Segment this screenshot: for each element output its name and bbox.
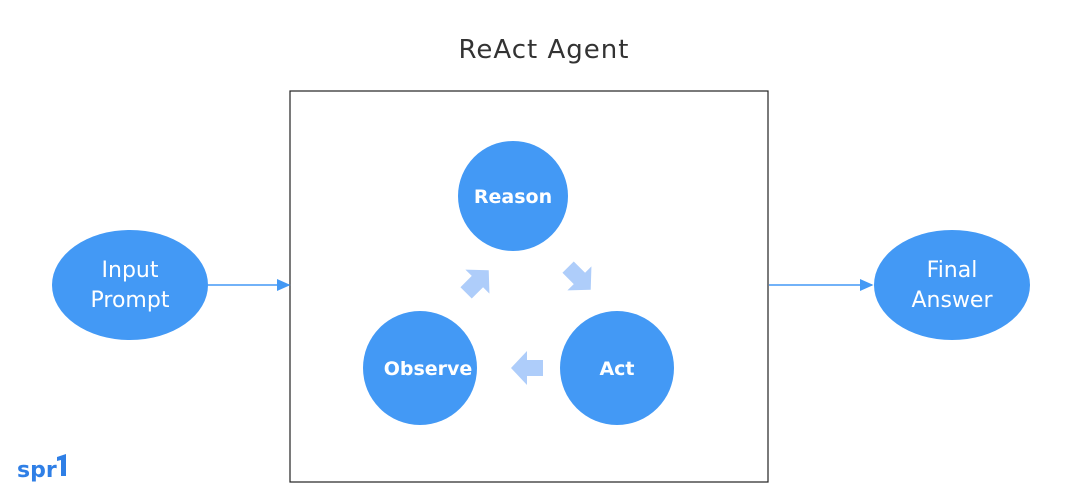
observe-to-reason-arrow bbox=[460, 269, 490, 299]
diagram-title: ReAct Agent bbox=[459, 35, 630, 65]
spr-logo: spr bbox=[17, 454, 66, 483]
spr-logo-text: spr bbox=[17, 458, 57, 483]
final-answer-node: Final Answer bbox=[874, 230, 1030, 340]
reason-node: Reason bbox=[458, 141, 568, 251]
act-shape bbox=[560, 311, 674, 425]
final-answer-label-line1: Final bbox=[927, 258, 978, 283]
observe-label: Observe bbox=[384, 358, 473, 380]
act-label: Act bbox=[599, 358, 634, 380]
act-node: Act bbox=[560, 311, 674, 425]
observe-shape bbox=[363, 311, 477, 425]
spr-logo-mark bbox=[57, 454, 66, 476]
final-answer-shape bbox=[874, 230, 1030, 340]
reason-label: Reason bbox=[474, 186, 552, 208]
input-prompt-label-line2: Prompt bbox=[91, 288, 170, 313]
final-answer-label-line2: Answer bbox=[911, 288, 993, 313]
input-prompt-node: Input Prompt bbox=[52, 230, 208, 340]
input-prompt-shape bbox=[52, 230, 208, 340]
act-to-observe-arrow bbox=[511, 351, 543, 385]
observe-node: Observe bbox=[363, 311, 477, 425]
reason-shape bbox=[458, 141, 568, 251]
reason-to-act-arrow bbox=[562, 261, 592, 291]
input-prompt-label-line1: Input bbox=[102, 258, 159, 283]
